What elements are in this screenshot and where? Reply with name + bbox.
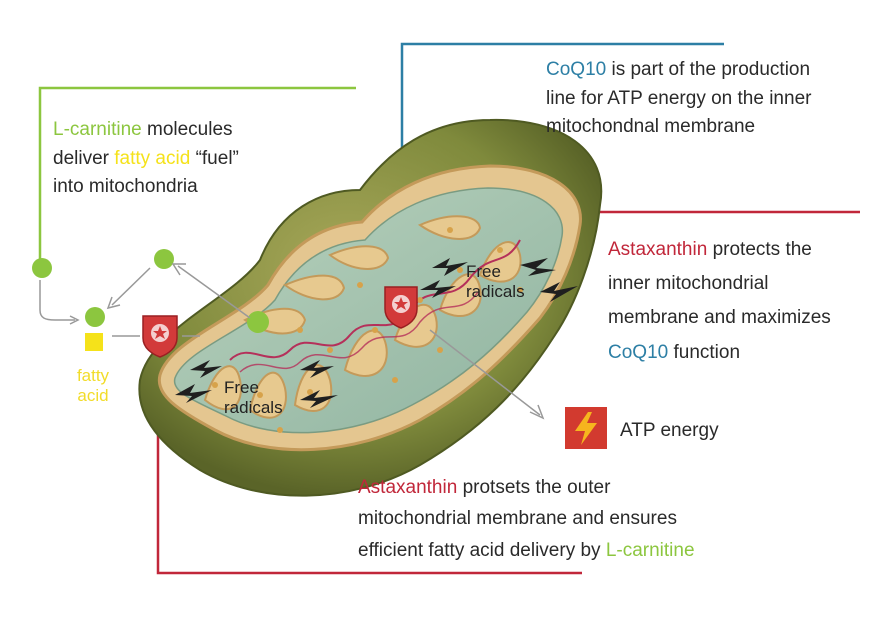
label-line: acid: [77, 386, 109, 406]
bolt-arrow-icon: [300, 360, 334, 378]
fatty-acid-label: fatty acid: [70, 366, 116, 407]
lcarnitine-molecule: [154, 249, 174, 269]
astaxanthin-inner-annotation: Astaxanthin protects the inner mitochond…: [608, 233, 831, 370]
label-line: radicals: [224, 398, 283, 418]
bolt-arrow-icon: [175, 384, 212, 403]
fatty-acid-molecule: [85, 333, 103, 351]
lcarnitine-molecule: [247, 311, 269, 333]
bolt-arrow-icon: [540, 282, 578, 302]
annotation-text: deliver: [53, 147, 115, 169]
annotation-text: efficient fatty acid delivery by: [358, 539, 606, 561]
fatty-acid-term: fatty acid: [114, 147, 191, 169]
shield-star-icon: [142, 315, 178, 358]
coq10-annotation: CoQ10 is part of the production line for…: [546, 56, 811, 142]
lcarnitine-callout-line: [38, 86, 356, 265]
lcarnitine-molecule: [85, 307, 105, 327]
label-line: fatty: [76, 366, 110, 385]
atp-energy-label: ATP energy: [620, 420, 719, 441]
bolt-arrow-icon: [520, 258, 556, 276]
mitochondrion: [138, 118, 603, 497]
annotation-text: protects the: [707, 239, 812, 260]
bolt-arrow-icon: [420, 280, 456, 298]
annotation-text: into mitochondria: [53, 176, 198, 197]
label-line: radicals: [466, 282, 525, 302]
astaxanthin-outer-annotation: Astaxanthin protsets the outer mitochond…: [358, 472, 695, 566]
astaxanthin-term: Astaxanthin: [358, 477, 458, 498]
lightning-icon: [565, 407, 607, 449]
annotation-text: function: [668, 341, 741, 363]
annotation-text: mitochondrial membrane and ensures: [358, 508, 677, 530]
bolt-arrow-icon: [300, 390, 338, 408]
annotation-text: molecules: [141, 119, 233, 140]
annotation-text: protsets the outer: [457, 477, 611, 498]
astaxanthin-term: Astaxanthin: [608, 239, 708, 260]
label-line: Free: [466, 262, 501, 281]
annotation-text: is part of the production: [606, 59, 811, 80]
shield-star-icon: [384, 286, 418, 329]
lcarnitine-annotation: L-carnitine molecules deliver fatty acid…: [53, 116, 239, 202]
lcarnitine-molecule-flow: [32, 249, 269, 351]
annotation-text: “fuel”: [190, 147, 239, 169]
annotation-text: line for ATP energy on the inner: [546, 87, 812, 109]
annotation-text: mitochondnal membrane: [546, 116, 756, 137]
coq10-term: CoQ10: [608, 341, 669, 363]
lcarnitine-term: L-carnitine: [605, 539, 695, 561]
coq10-term: CoQ10: [546, 59, 607, 80]
lcarnitine-molecule: [32, 258, 52, 278]
lcarnitine-term: L-carnitine: [53, 119, 142, 140]
annotation-text: inner mitochondrial: [608, 273, 769, 295]
bolt-arrow-icon: [190, 360, 222, 378]
label-line: Free: [224, 378, 259, 397]
free-radicals-label-outer: Free radicals: [224, 378, 283, 419]
annotation-text: membrane and maximizes: [608, 307, 831, 329]
free-radicals-label-inner: Free radicals: [466, 262, 525, 303]
bolt-arrow-icon: [432, 258, 468, 276]
